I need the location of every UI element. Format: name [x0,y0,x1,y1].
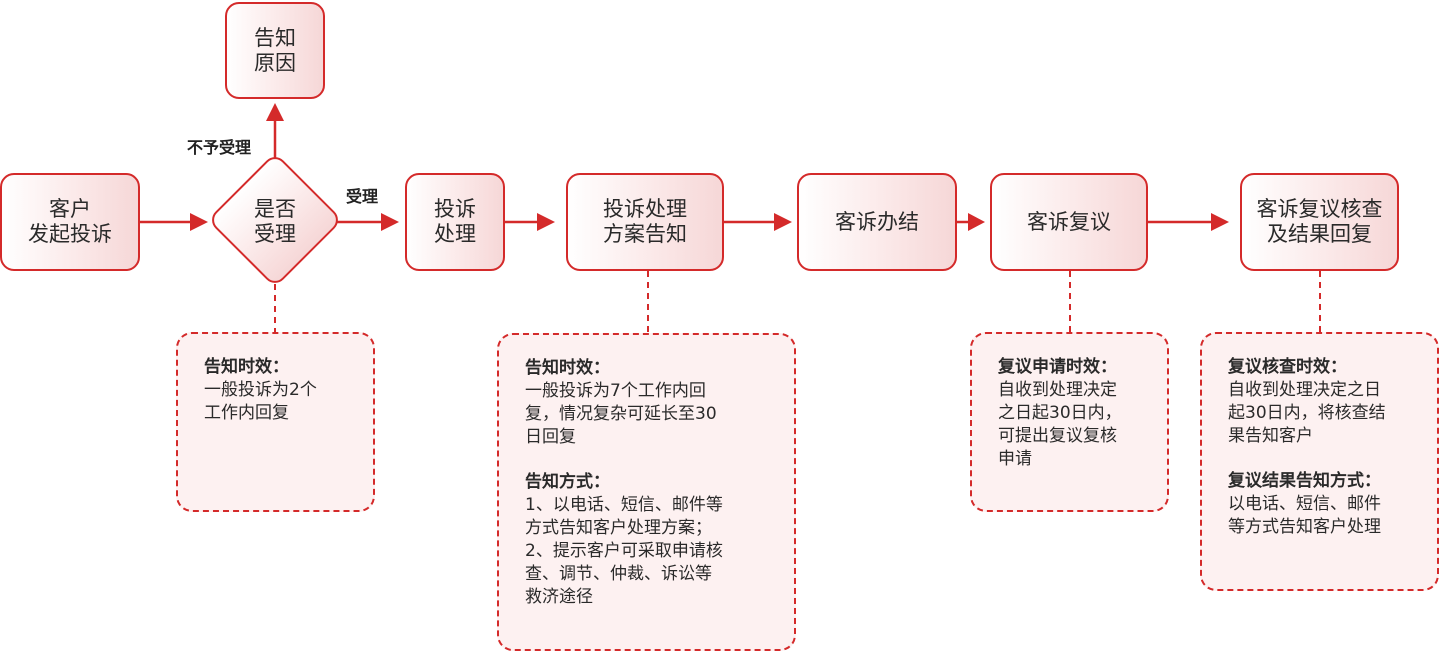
note-section-body: 一般投诉为2个 工作内回复 [204,380,317,423]
decision-label: 是否 受理 [254,197,296,246]
note-section-body: 自收到处理决定 之日起30日内， 可提出复议复核 申请 [998,380,1122,469]
arrowhead [266,103,284,121]
node-complaint-handling: 投诉 处理 [405,173,505,271]
note-plan-details: 告知时效： 一般投诉为7个工作内回 复，情况复杂可延长至30 日回复 告知方式：… [497,333,796,651]
arrowhead [537,213,555,231]
note-section-title: 告知时效： [204,357,289,377]
node-label: 客诉复议 [1027,209,1111,234]
node-review-result: 客诉复议核查 及结果回复 [1240,173,1399,271]
arrowhead [1211,213,1229,231]
node-complaint-closed: 客诉办结 [797,173,957,271]
arrowhead [190,213,208,231]
note-section-title: 告知方式： [525,472,610,492]
node-label: 客户 发起投诉 [28,197,112,246]
node-label: 告知 原因 [254,25,296,75]
note-section-title: 复议结果告知方式： [1228,471,1381,491]
edge-label-accept: 受理 [346,187,379,206]
node-label: 投诉处理 方案告知 [603,197,687,246]
note-section: 复议申请时效： 自收到处理决定 之日起30日内， 可提出复议复核 申请 [998,356,1141,471]
node-customer-submit: 客户 发起投诉 [0,173,140,271]
note-section-body: 一般投诉为7个工作内回 复，情况复杂可延长至30 日回复 [525,381,717,447]
note-section: 告知时效： 一般投诉为7个工作内回 复，情况复杂可延长至30 日回复 [525,357,768,449]
arrowheads [190,103,1229,231]
edge-label-reject: 不予受理 [187,138,252,157]
node-label: 客诉办结 [835,209,919,234]
arrowhead [381,213,399,231]
node-label: 投诉 处理 [434,197,476,246]
note-section-title: 复议申请时效： [998,357,1117,377]
node-label: 客诉复议核查 及结果回复 [1256,197,1383,246]
arrowhead [968,213,985,231]
node-notify-reason: 告知 原因 [225,2,325,99]
note-section-title: 复议核查时效： [1228,357,1347,377]
note-section: 复议核查时效： 自收到处理决定之日 起30日内，将核查结 果告知客户 [1228,356,1411,448]
note-section: 复议结果告知方式： 以电话、短信、邮件 等方式告知客户处理 [1228,470,1411,539]
note-section-body: 自收到处理决定之日 起30日内，将核查结 果告知客户 [1228,380,1386,446]
note-section: 告知方式： 1、以电话、短信、邮件等 方式告知客户处理方案； 2、提示客户可采取… [525,471,768,609]
note-section-body: 以电话、短信、邮件 等方式告知客户处理 [1228,494,1381,537]
note-result-details: 复议核查时效： 自收到处理决定之日 起30日内，将核查结 果告知客户 复议结果告… [1200,332,1439,591]
note-section-body: 1、以电话、短信、邮件等 方式告知客户处理方案； 2、提示客户可采取申请核 查、… [525,495,723,607]
note-section: 告知时效： 一般投诉为2个 工作内回复 [204,356,347,425]
node-complaint-review: 客诉复议 [990,173,1148,271]
note-review-timing: 复议申请时效： 自收到处理决定 之日起30日内， 可提出复议复核 申请 [970,332,1169,512]
note-section-title: 告知时效： [525,358,610,378]
arrowhead [774,213,792,231]
node-plan-notification: 投诉处理 方案告知 [566,173,724,271]
note-decide-timing: 告知时效： 一般投诉为2个 工作内回复 [176,332,375,512]
